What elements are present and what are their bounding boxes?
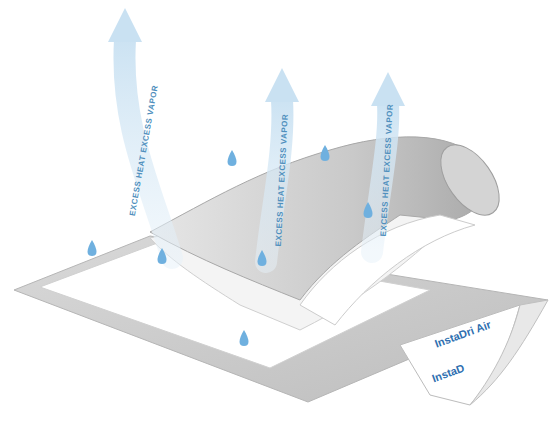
peel-fold xyxy=(470,300,548,405)
vapor-arrows xyxy=(108,8,405,262)
water-drops xyxy=(88,145,373,346)
roll-end xyxy=(429,135,511,226)
